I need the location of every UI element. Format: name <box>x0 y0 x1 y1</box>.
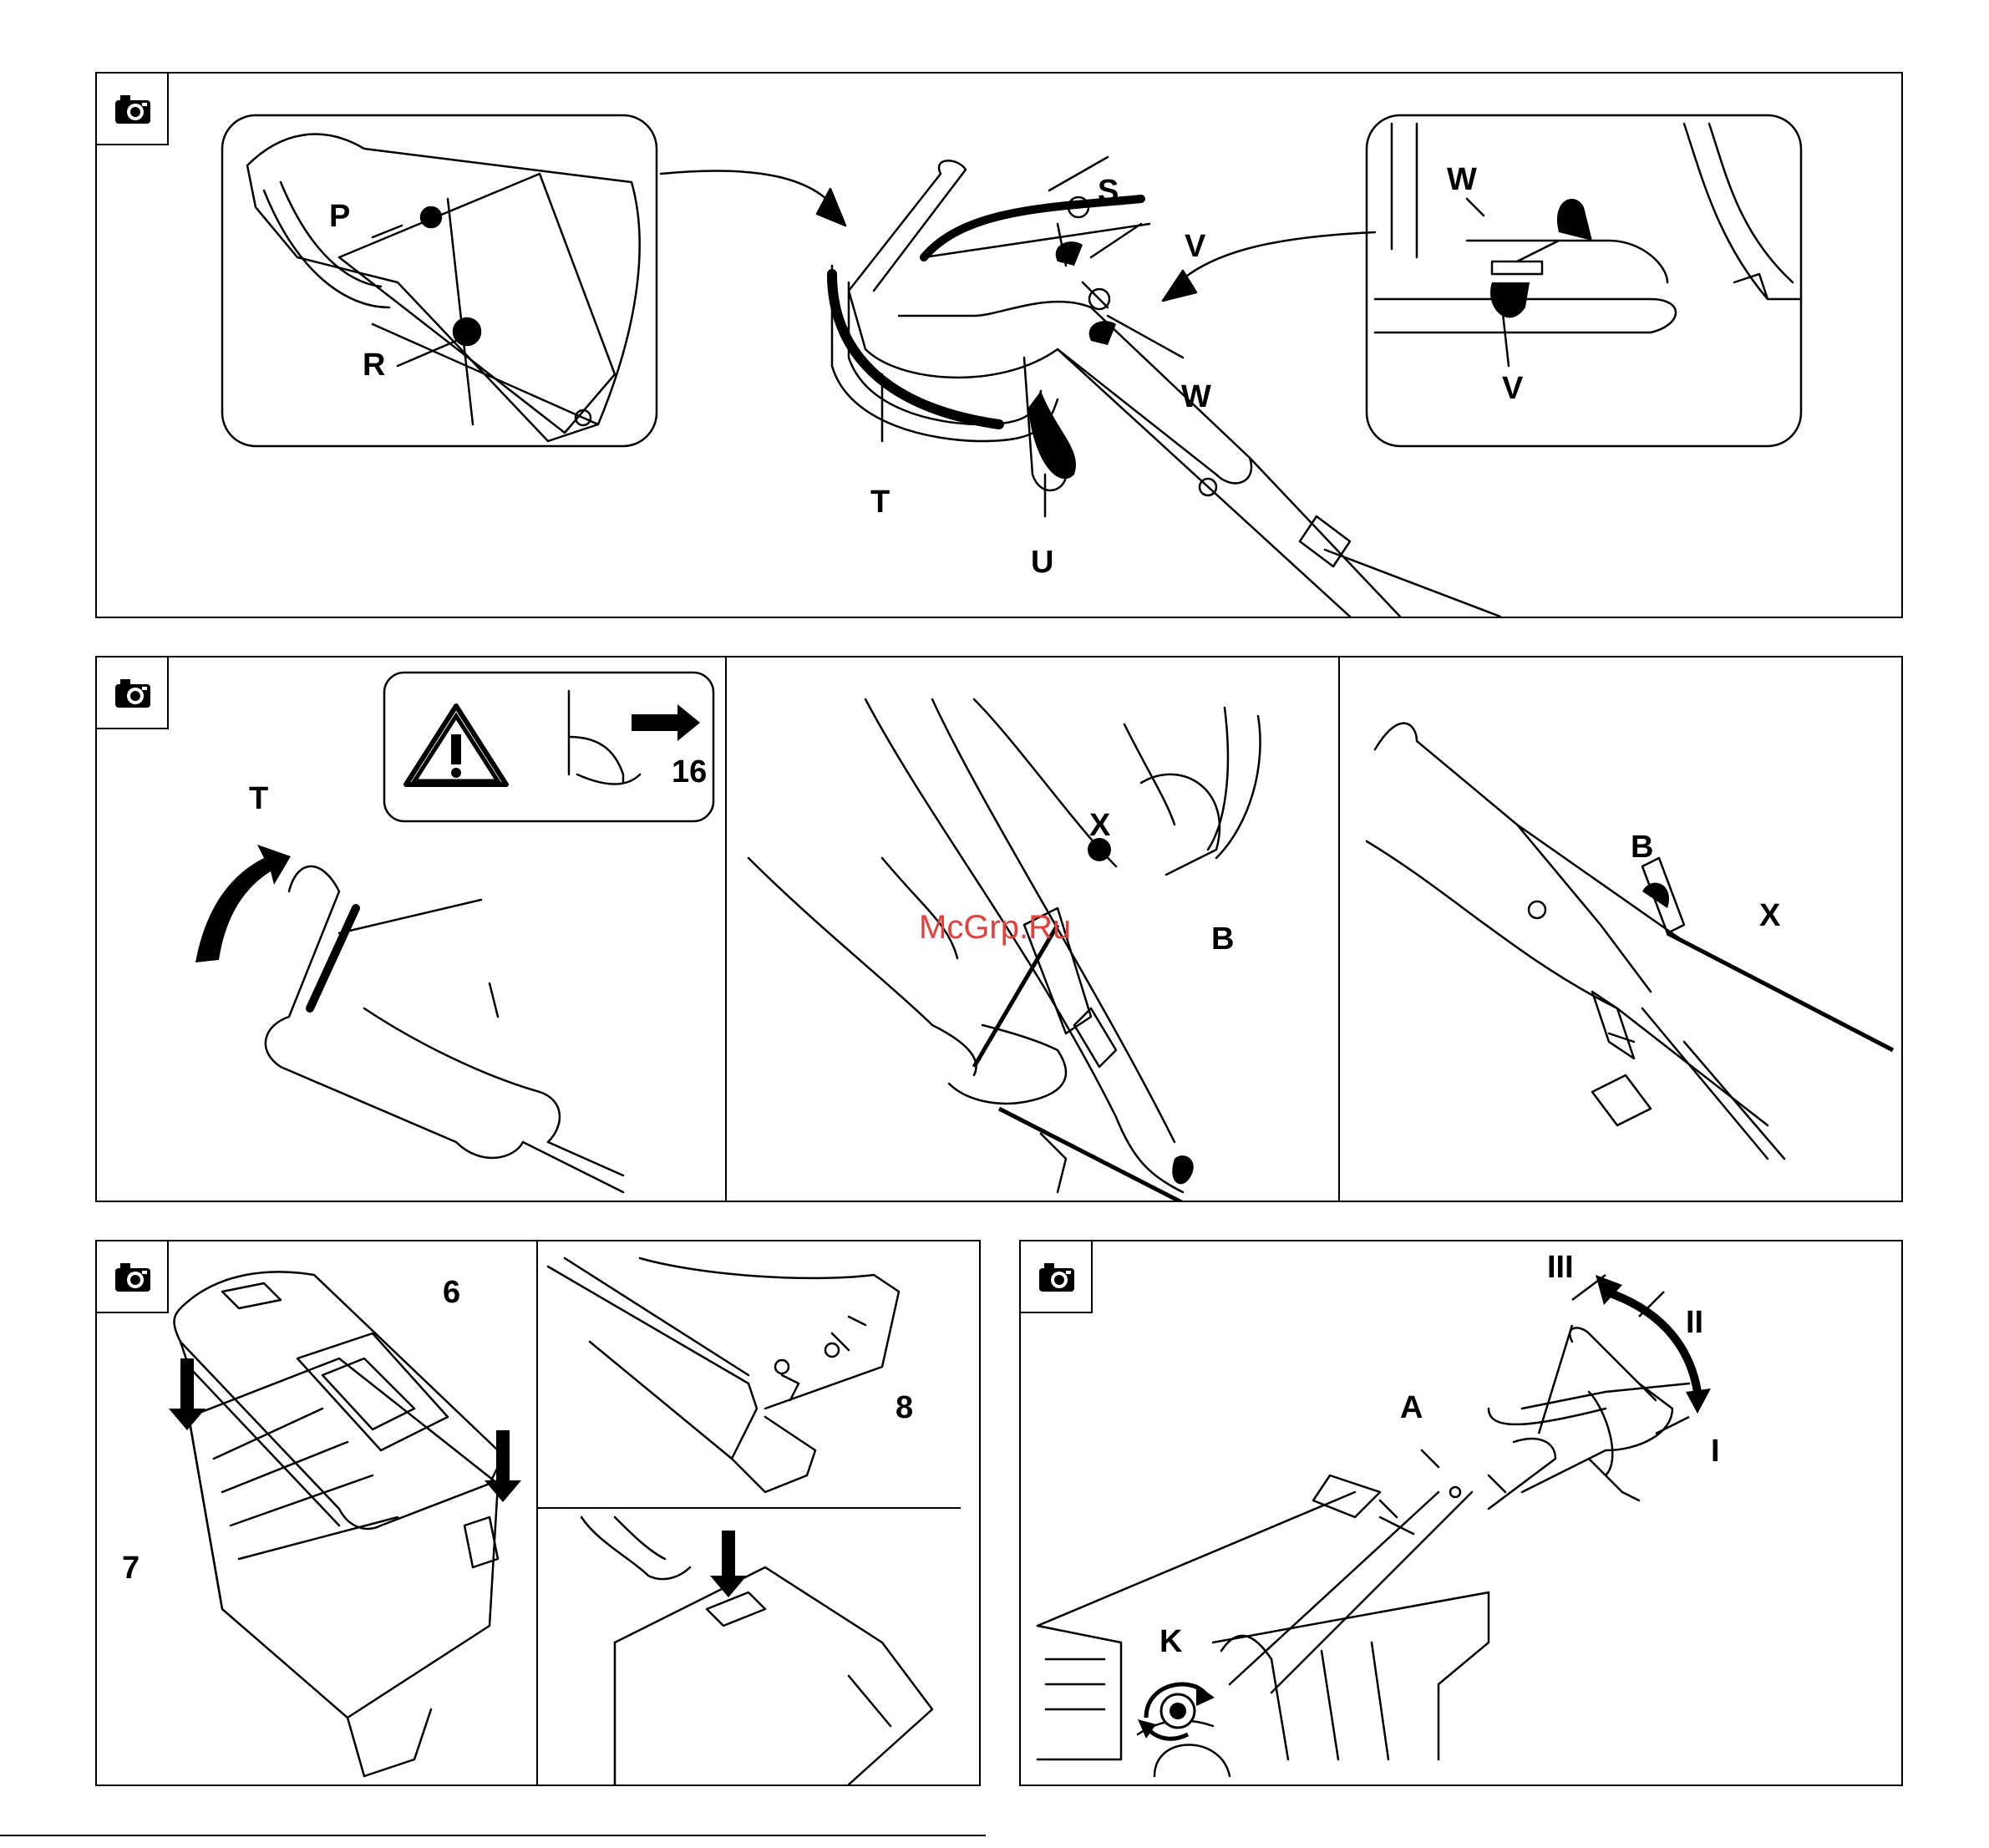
label-w-inset: W <box>1447 164 1477 195</box>
label-k: K <box>1159 1626 1182 1658</box>
watermark-text: McGrp.Ru <box>919 909 1071 947</box>
label-6: 6 <box>443 1277 460 1308</box>
detail-inset-left <box>222 115 657 446</box>
label-i: I <box>1711 1435 1720 1467</box>
label-ii: II <box>1686 1307 1703 1338</box>
label-7: 7 <box>122 1552 140 1584</box>
label-v-inset: V <box>1502 373 1523 404</box>
label-p: P <box>329 201 350 232</box>
label-u: U <box>1031 546 1053 578</box>
handle-controls-drawing <box>97 74 1903 618</box>
figure-panel-handle-height: III II I A K <box>1019 1240 1903 1786</box>
label-b-right: B <box>1631 831 1653 863</box>
label-x-right: X <box>1759 900 1780 932</box>
label-w: W <box>1181 381 1211 413</box>
warning-number-16: 16 <box>672 756 707 788</box>
label-t: T <box>249 783 268 815</box>
label-8: 8 <box>896 1392 913 1424</box>
grass-bag-drawing <box>97 1241 981 1786</box>
figure-panel-handle-controls: P R S V W T U W V <box>95 72 1903 618</box>
label-x: X <box>1089 810 1110 841</box>
warning-box <box>384 673 713 821</box>
handle-height-drawing <box>1021 1241 1903 1786</box>
detail-inset-right <box>1367 115 1801 446</box>
figure-panel-grass-bag: 6 7 8 <box>95 1240 981 1786</box>
label-s: S <box>1098 175 1119 207</box>
footer-rule <box>0 1835 986 1836</box>
label-a: A <box>1400 1392 1423 1424</box>
label-r: R <box>363 349 385 381</box>
label-iii: III <box>1547 1251 1574 1283</box>
label-b: B <box>1211 923 1234 955</box>
label-t: T <box>870 486 890 518</box>
label-v: V <box>1185 231 1205 262</box>
